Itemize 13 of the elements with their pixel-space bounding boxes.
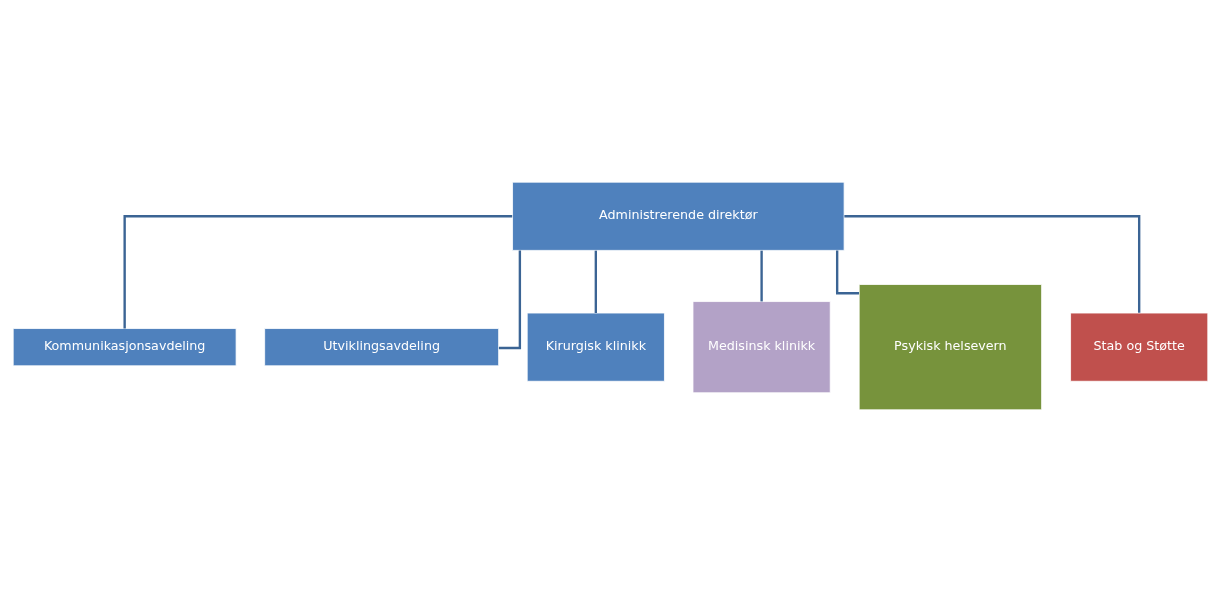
node-box: Psykisk helsevern	[858, 284, 1042, 411]
node-box: Medisinsk klinikk	[692, 301, 831, 394]
connector	[123, 215, 513, 329]
node-box: Administrerende direktør	[512, 181, 845, 251]
connector	[594, 250, 598, 313]
connector	[760, 250, 763, 302]
node-box: Kommunikasjonsavdeling	[12, 328, 237, 367]
connector	[835, 250, 859, 295]
node-box: Kirurgisk klinikk	[526, 312, 665, 382]
node-box: Stab og Støtte	[1070, 312, 1209, 382]
connector	[844, 215, 1141, 313]
connector	[498, 250, 522, 350]
node-box: Utviklingsavdeling	[264, 328, 500, 367]
